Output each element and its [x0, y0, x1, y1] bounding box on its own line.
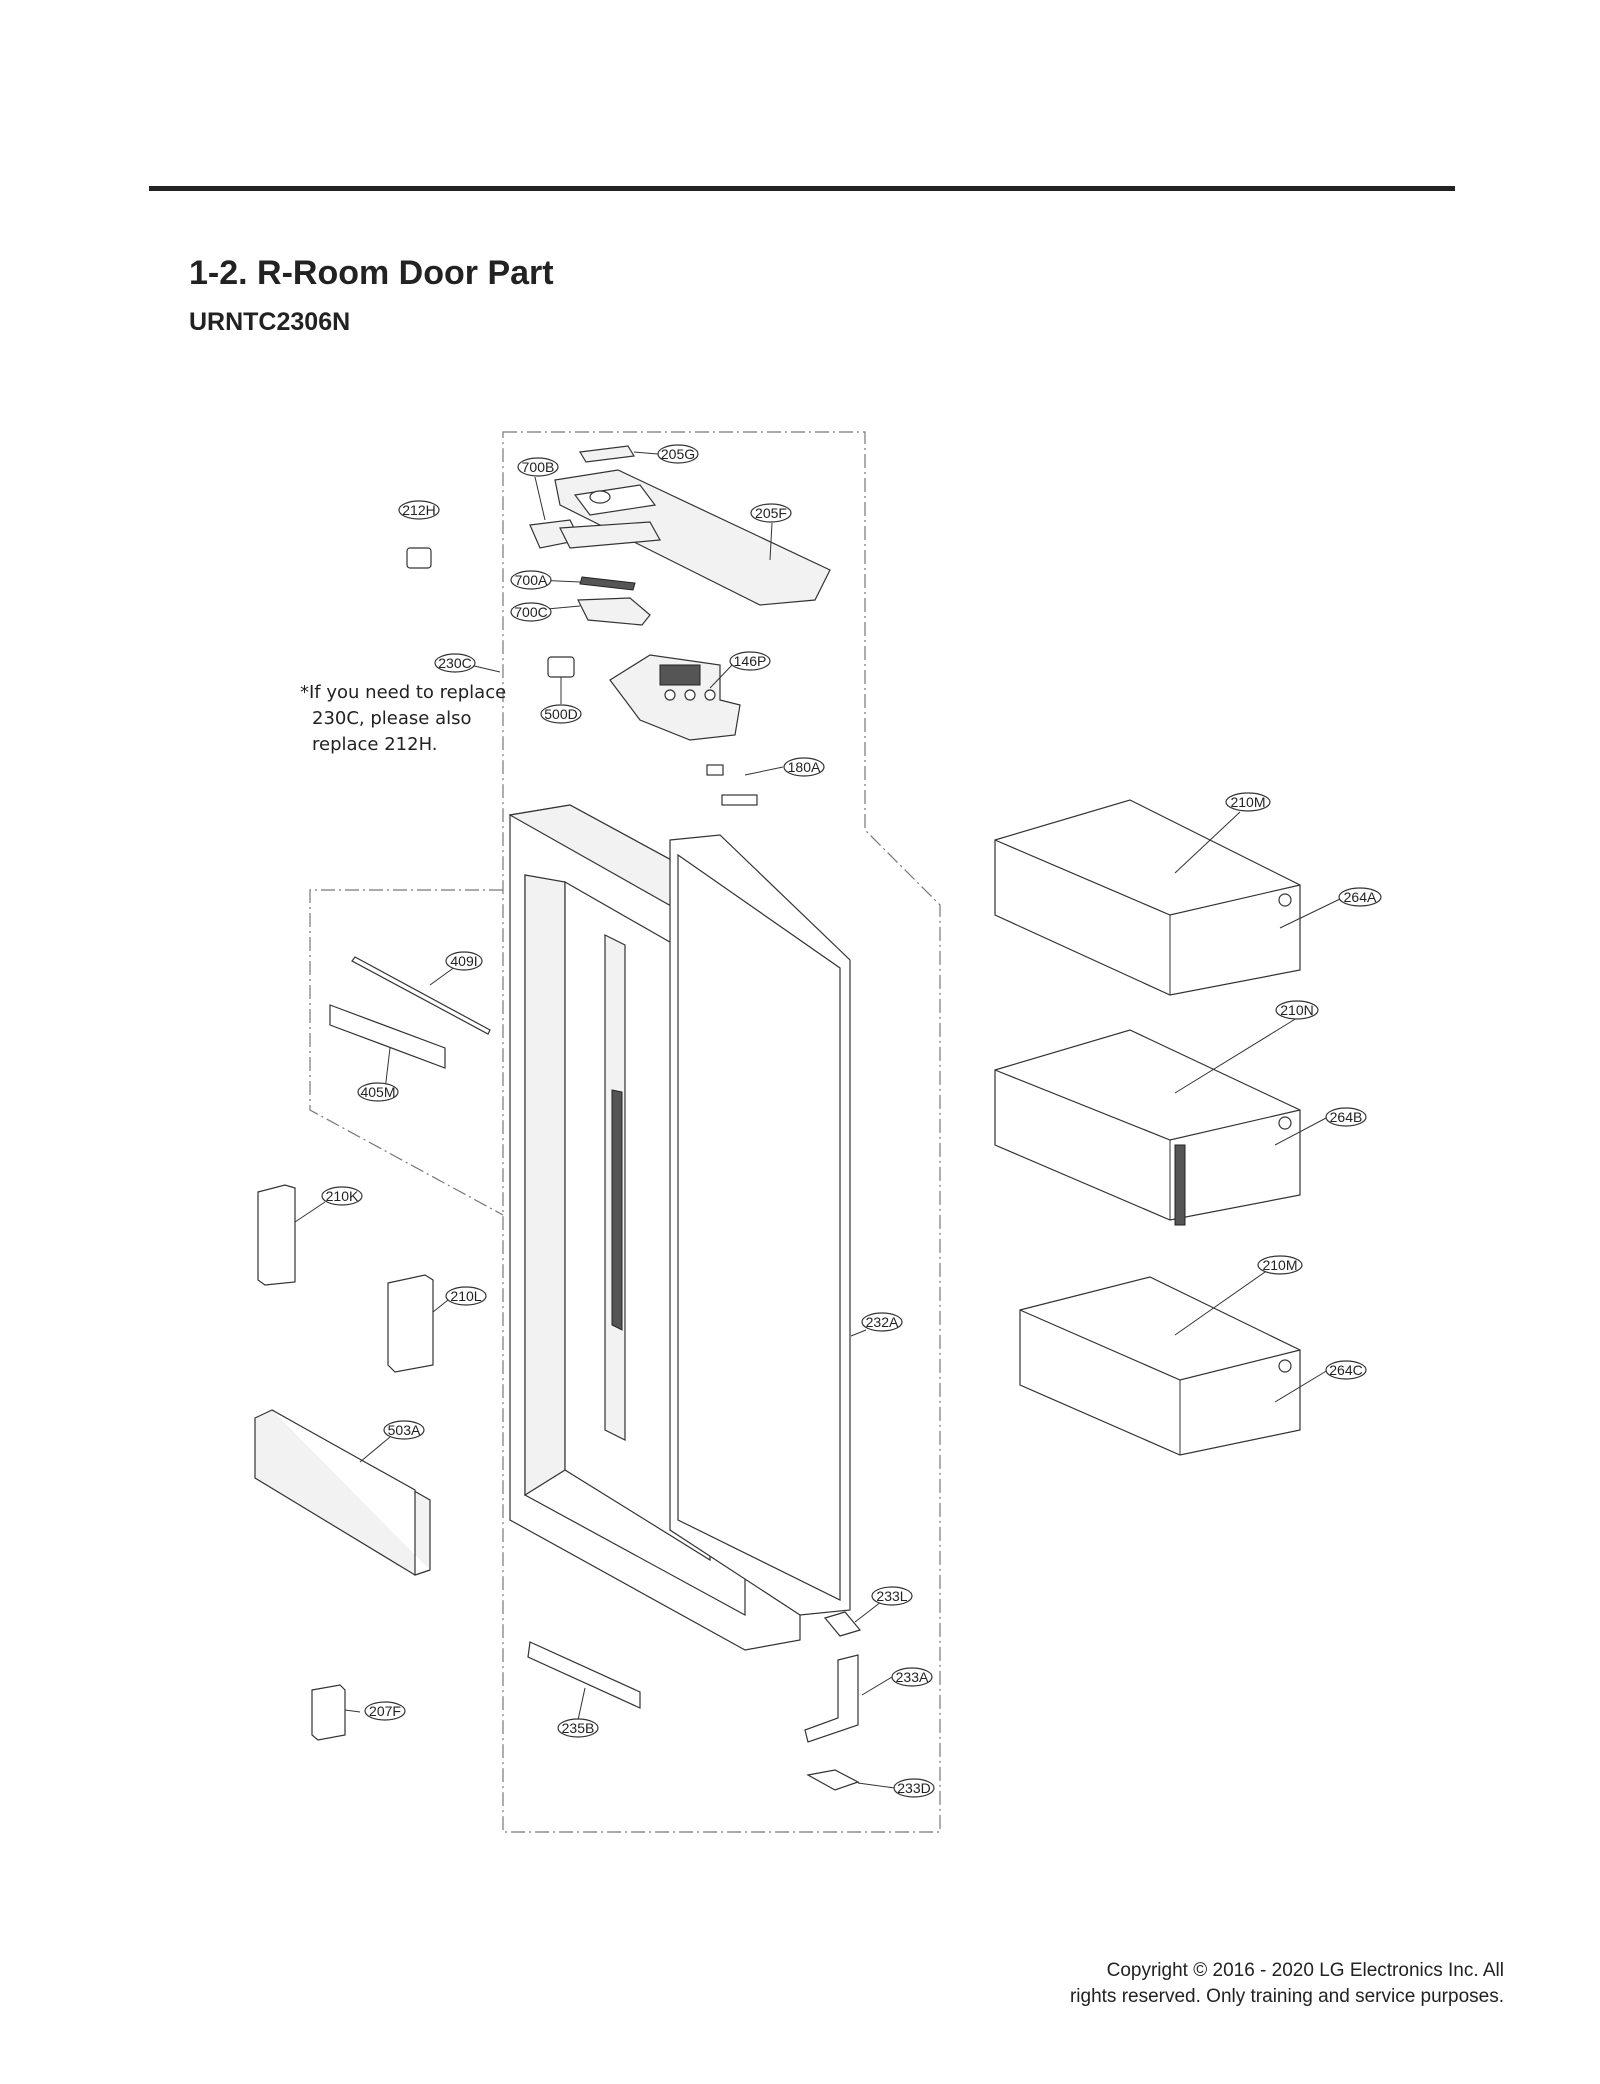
callout-264C: 264C	[1325, 1360, 1367, 1380]
panel-405M-part	[329, 1004, 446, 1091]
callout-210M-bottom: 210M	[1257, 1255, 1303, 1275]
part-233L	[823, 1611, 862, 1637]
strip-409I-part	[351, 956, 491, 1035]
bracket-210L-part	[387, 1274, 449, 1373]
hinge-bracket-part	[529, 519, 661, 549]
callout-146P-label: 146P	[734, 653, 767, 669]
callout-205F: 205F	[750, 503, 792, 523]
callout-212H-label: 212H	[402, 502, 435, 518]
callout-205G-label: 205G	[661, 446, 695, 462]
callout-700A: 700A	[510, 570, 552, 590]
small-label-500D-part	[547, 656, 575, 704]
callout-233D: 233D	[893, 1778, 935, 1798]
callout-264B: 264B	[1325, 1107, 1367, 1127]
shelf-503A-part	[254, 1409, 431, 1576]
trim-235B-part	[527, 1641, 641, 1721]
callout-264A-label: 264A	[1344, 889, 1377, 905]
callout-700B-label: 700B	[522, 459, 555, 475]
bin-210N-part	[994, 1029, 1301, 1226]
bracket-210K-part	[257, 1184, 326, 1286]
callout-210L: 210L	[445, 1286, 487, 1306]
callout-207F-label: 207F	[369, 1703, 401, 1719]
left-group-boundary	[309, 889, 504, 1216]
callout-146P: 146P	[729, 651, 771, 671]
copyright-line-1: Copyright © 2016 - 2020 LG Electronics I…	[1106, 1960, 1504, 1981]
callout-233A: 233A	[891, 1667, 933, 1687]
bin-210M-bottom-part	[1019, 1276, 1301, 1456]
copyright-line-2: rights reserved. Only training and servi…	[1069, 1986, 1504, 2007]
callout-233A-label: 233A	[896, 1669, 929, 1685]
clip-207F-part	[311, 1684, 346, 1741]
bin-210M-top-part	[994, 799, 1301, 996]
callout-500D-label: 500D	[544, 706, 577, 722]
hinge-strip-part	[579, 576, 636, 591]
callout-700C-label: 700C	[514, 604, 547, 620]
part-233D	[806, 1769, 860, 1791]
callout-503A: 503A	[383, 1420, 425, 1440]
callout-409I-label: 409I	[450, 953, 477, 969]
callout-210K: 210K	[321, 1186, 363, 1206]
part-233A	[804, 1654, 859, 1743]
hinge-cover-part	[579, 445, 659, 463]
spacer-180A-part	[706, 764, 758, 806]
callout-700B: 700B	[517, 457, 559, 477]
model-number: URNTC2306N	[189, 308, 351, 336]
callout-210M-bottom-label: 210M	[1262, 1257, 1297, 1273]
callout-210M-top-label: 210M	[1230, 794, 1265, 810]
callout-205F-label: 205F	[755, 505, 787, 521]
callout-210N: 210N	[1275, 1000, 1319, 1020]
callout-180A-label: 180A	[788, 759, 821, 775]
header-rule	[149, 186, 1455, 191]
callout-700C: 700C	[510, 602, 552, 622]
callout-205G: 205G	[657, 444, 699, 464]
callout-230C: 230C	[434, 653, 476, 673]
callout-235B: 235B	[557, 1718, 599, 1738]
copyright-notice: Copyright © 2016 - 2020 LG Electronics I…	[1070, 1958, 1504, 2010]
replacement-note: *If you need to replace 230C, please als…	[300, 680, 510, 758]
callout-409I: 409I	[445, 951, 483, 971]
callout-207F: 207F	[364, 1701, 406, 1721]
callout-235B-label: 235B	[562, 1720, 595, 1736]
callout-503A-label: 503A	[388, 1422, 421, 1438]
callout-405M-label: 405M	[360, 1084, 395, 1100]
callout-264B-label: 264B	[1330, 1109, 1363, 1125]
page-title: 1-2. R-Room Door Part	[189, 254, 554, 292]
callout-210L-label: 210L	[450, 1288, 481, 1304]
note-line-2: 230C, please also	[312, 708, 472, 729]
callout-233D-label: 233D	[897, 1780, 930, 1796]
hinge-plate-part	[554, 469, 831, 606]
module-146P-part	[609, 654, 741, 741]
small-label-212H-part	[406, 547, 432, 569]
callout-210N-label: 210N	[1280, 1002, 1313, 1018]
callout-230C-label: 230C	[438, 655, 471, 671]
callout-233L: 233L	[871, 1586, 913, 1606]
hinge-mount-part	[577, 597, 651, 626]
callout-233L-label: 233L	[876, 1588, 907, 1604]
callout-232A-label: 232A	[866, 1314, 899, 1330]
callout-405M: 405M	[357, 1082, 399, 1102]
note-line-3: replace 212H.	[312, 734, 438, 755]
callout-212H: 212H	[398, 500, 440, 520]
callout-700A-label: 700A	[515, 572, 548, 588]
door-gasket-part	[669, 834, 867, 1616]
callout-180A: 180A	[783, 757, 825, 777]
callout-264A: 264A	[1338, 887, 1382, 907]
door-assembly-boundary	[502, 431, 941, 1833]
callout-210K-label: 210K	[326, 1188, 359, 1204]
callout-500D: 500D	[540, 704, 582, 724]
callout-232A: 232A	[861, 1312, 903, 1332]
callout-264C-label: 264C	[1329, 1362, 1362, 1378]
callout-210M-top: 210M	[1225, 792, 1271, 812]
note-line-1: *If you need to replace	[300, 682, 507, 703]
